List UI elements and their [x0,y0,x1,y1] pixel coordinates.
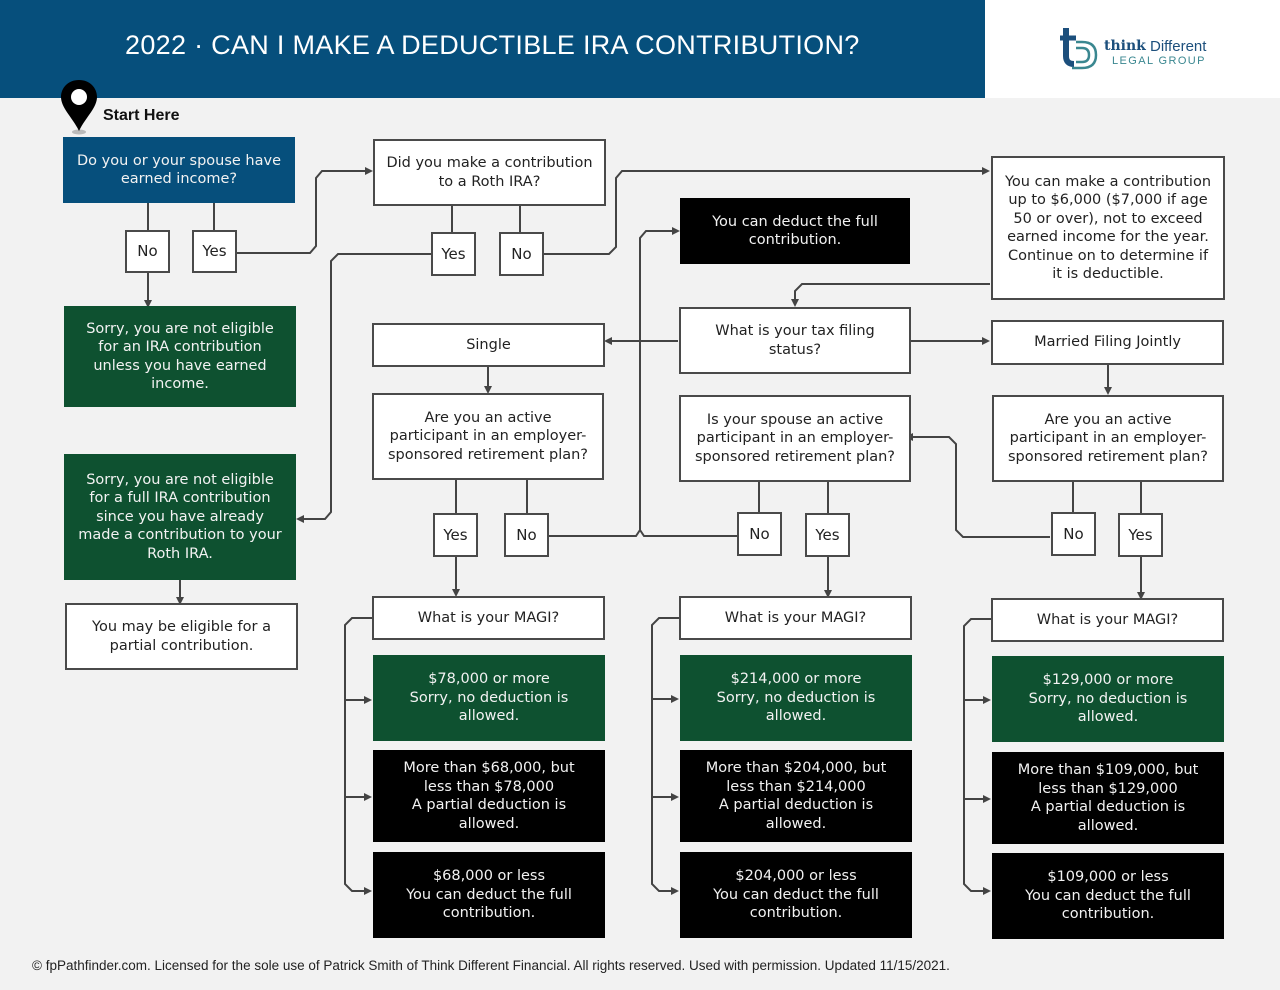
start-here-label: Start Here [103,107,180,124]
single-active-participant-question: Are you an active participant in an empl… [372,393,604,480]
magi-spouse-low-result: $204,000 or less You can deduct the full… [680,852,912,938]
roth-yes-option[interactable]: Yes [431,232,476,276]
page-title: 2022 · CAN I MAKE A DEDUCTIBLE IRA CONTR… [125,30,860,60]
spouse-active-no-option[interactable]: No [737,512,782,556]
magi-single-high-result: $78,000 or more Sorry, no deduction is a… [373,655,605,741]
mfj-active-no-option[interactable]: No [1051,512,1096,556]
single-active-no-option[interactable]: No [504,513,549,557]
spouse-active-yes-option[interactable]: Yes [805,513,850,557]
logo-area [985,0,1280,98]
magi-mfj-high-result: $129,000 or more Sorry, no deduction is … [992,656,1224,742]
partial-contribution-result: You may be eligible for a partial contri… [65,603,298,670]
roth-question: Did you make a contribution to a Roth IR… [373,139,606,206]
earned-income-yes-option[interactable]: Yes [192,230,237,273]
magi-spouse-mid-result: More than $204,000, but less than $214,0… [680,750,912,842]
mfj-active-yes-option[interactable]: Yes [1118,513,1163,557]
td-monogram-icon [1060,28,1098,70]
roth-no-option[interactable]: No [499,232,544,276]
footer-copyright: © fpPathfinder.com. Licensed for the sol… [32,958,950,973]
spouse-active-participant-question: Is your spouse an active participant in … [679,395,911,482]
header-bar [0,0,985,98]
magi-mfj-mid-result: More than $109,000, but less than $129,0… [992,752,1224,844]
can-contribute-info: You can make a contribution up to $6,000… [991,156,1225,300]
magi-question-spouse: What is your MAGI? [679,596,912,640]
logo-different-text: Different [1150,38,1207,55]
magi-mfj-low-result: $109,000 or less You can deduct the full… [992,853,1224,939]
single-option[interactable]: Single [372,323,605,367]
deduct-full-result: You can deduct the full contribution. [680,198,910,264]
magi-single-low-result: $68,000 or less You can deduct the full … [373,852,605,938]
earned-income-no-option[interactable]: No [125,230,170,273]
mfj-active-participant-question: Are you an active participant in an empl… [992,395,1224,482]
filing-status-question: What is your tax filing status? [679,307,911,374]
map-pin-icon [61,80,97,135]
magi-single-mid-result: More than $68,000, but less than $78,000… [373,750,605,842]
logo-think-text: think [1104,38,1146,54]
earned-income-question: Do you or your spouse have earned income… [63,137,295,203]
magi-spouse-high-result: $214,000 or more Sorry, no deduction is … [680,655,912,741]
roth-not-full-result: Sorry, you are not eligible for a full I… [64,454,296,580]
not-eligible-result: Sorry, you are not eligible for an IRA c… [64,306,296,407]
single-active-yes-option[interactable]: Yes [433,513,478,557]
logo-legal-group-text: LEGAL GROUP [1112,55,1206,67]
mfj-option[interactable]: Married Filing Jointly [991,320,1224,365]
magi-question-mfj: What is your MAGI? [991,598,1224,642]
magi-question-single: What is your MAGI? [372,596,605,640]
